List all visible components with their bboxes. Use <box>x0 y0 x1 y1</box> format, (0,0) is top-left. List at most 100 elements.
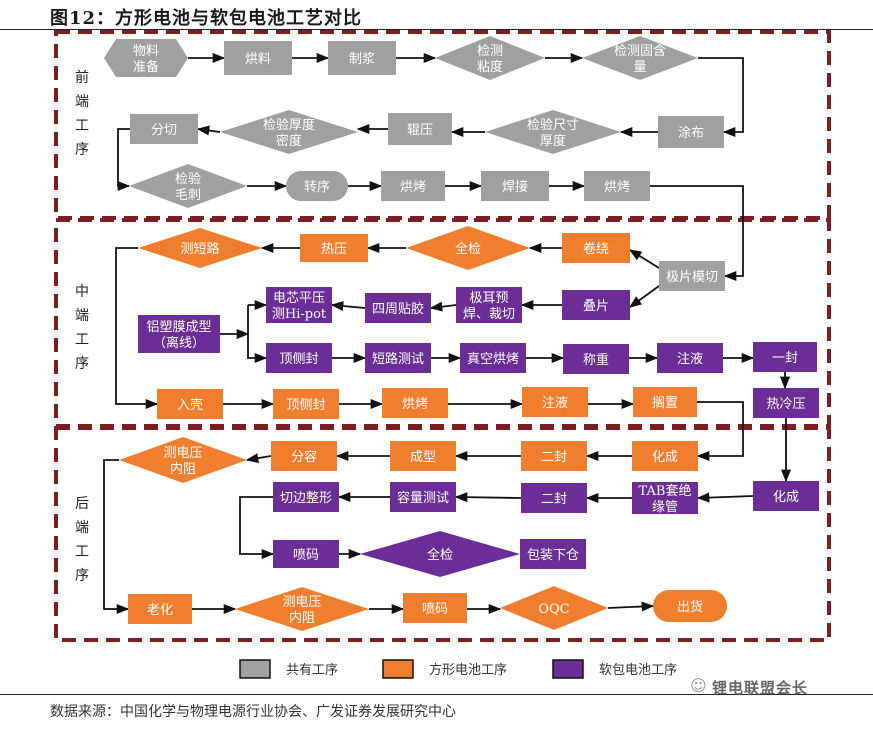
section-back-label: 序 <box>75 568 89 584</box>
node-shape <box>388 113 452 145</box>
node-label: 短路测试 <box>372 351 424 367</box>
node-label: 二封 <box>541 492 567 507</box>
node-shape <box>485 110 621 154</box>
process-node-s9: 称重 <box>563 344 629 374</box>
node-label: 烘料 <box>245 52 271 67</box>
flow-arrow <box>696 401 744 462</box>
node-shape <box>403 593 467 623</box>
node-label: 分切 <box>151 123 177 138</box>
node-shape <box>235 587 369 631</box>
process-node-n15: 烘烤 <box>584 171 650 201</box>
node-shape <box>522 387 588 417</box>
node-label: 切边整形 <box>280 491 332 506</box>
node-shape <box>390 441 456 471</box>
node-label: 检验尺寸 <box>527 117 579 133</box>
process-node-n12: 转序 <box>286 171 348 201</box>
data-source: 数据来源：中国化学与物理电源行业协会、广发证券发展研究中心 <box>50 704 456 720</box>
process-node-n13: 烘烤 <box>381 171 445 201</box>
process-node-s11: 一封 <box>753 342 817 372</box>
node-shape <box>128 594 192 624</box>
node-shape <box>500 586 608 630</box>
node-shape <box>460 343 526 373</box>
node-label: 极片模切 <box>666 270 718 285</box>
node-shape <box>753 388 819 418</box>
node-label: 成型 <box>410 450 436 465</box>
node-shape <box>130 114 198 144</box>
node-label: 制浆 <box>349 52 375 67</box>
node-shape <box>360 531 520 577</box>
node-label: 容量测试 <box>397 490 449 506</box>
node-label: 入壳 <box>177 398 203 413</box>
node-label: 极耳预 <box>469 291 508 306</box>
process-node-p1: 卷绕 <box>562 233 630 263</box>
flow-arrow <box>245 453 272 464</box>
process-node-p19: 出货 <box>653 590 727 622</box>
node-label: 内阻 <box>170 461 196 477</box>
node-label: 称重 <box>583 352 609 368</box>
node-label: 全检 <box>427 547 453 563</box>
node-label: 喷码 <box>422 602 448 617</box>
process-node-p4: 测短路 <box>138 228 262 268</box>
process-node-s1: 叠片 <box>562 290 630 320</box>
flow-arrow <box>698 57 744 138</box>
process-node-s8: 真空烘烤 <box>460 343 526 373</box>
flow-arrow <box>454 492 522 503</box>
node-label: 密度 <box>276 133 302 149</box>
node-label: 热冷压 <box>766 397 805 412</box>
node-shape <box>390 482 456 512</box>
node-label: 二封 <box>541 450 567 465</box>
node-shape <box>582 36 698 80</box>
section-middle-label: 中 <box>75 284 89 300</box>
node-shape <box>753 342 817 372</box>
figure-title: 图12：方形电池与软包电池工艺对比 <box>50 8 363 29</box>
node-label: 检测 <box>477 44 503 59</box>
process-node-p2: 全检 <box>406 226 530 270</box>
section-front-label: 序 <box>75 142 89 158</box>
node-shape <box>220 110 358 154</box>
node-shape <box>584 171 650 201</box>
node-label: 辊压 <box>407 123 433 138</box>
node-shape <box>286 171 348 201</box>
process-node-n10: 分切 <box>130 114 198 144</box>
node-label: 厚度 <box>540 133 566 149</box>
node-shape <box>300 234 368 262</box>
node-label: 测电压 <box>282 595 321 610</box>
node-label: 内阻 <box>289 610 315 626</box>
node-shape <box>365 293 431 323</box>
node-label: 检验厚度 <box>263 117 315 133</box>
footer-divider <box>0 694 873 695</box>
node-label: 涂布 <box>678 125 704 141</box>
process-node-p7: 烘烤 <box>382 388 448 418</box>
flow-arrow <box>650 185 744 282</box>
node-label: 测电压 <box>163 446 202 461</box>
process-node-s17: 切边整形 <box>273 482 339 512</box>
node-shape <box>657 343 723 373</box>
section-middle-label: 序 <box>75 356 89 372</box>
node-label: 化成 <box>773 490 799 505</box>
node-shape <box>381 171 445 201</box>
node-shape <box>382 388 448 418</box>
node-shape <box>562 290 630 320</box>
node-label: 检验 <box>175 171 201 187</box>
flow-arrow <box>117 128 131 192</box>
flow-arrow <box>607 601 655 612</box>
node-shape <box>753 481 819 511</box>
node-label: 顶侧封 <box>279 352 318 367</box>
node-label: 热压 <box>321 242 347 257</box>
process-node-s3: 四周贴胶 <box>365 293 431 323</box>
section-middle-label: 端 <box>75 308 89 324</box>
process-node-p5: 入壳 <box>157 389 223 419</box>
node-shape <box>481 171 549 201</box>
node-label: 叠片 <box>583 299 609 314</box>
process-node-n14: 焊接 <box>481 171 549 201</box>
process-node-s6: 顶侧封 <box>266 343 332 373</box>
node-label: 焊接 <box>502 179 528 195</box>
node-label: 烘烤 <box>604 180 630 195</box>
node-shape <box>119 437 247 483</box>
process-node-p6: 顶侧封 <box>273 389 339 419</box>
node-shape <box>328 41 396 75</box>
node-shape <box>157 389 223 419</box>
